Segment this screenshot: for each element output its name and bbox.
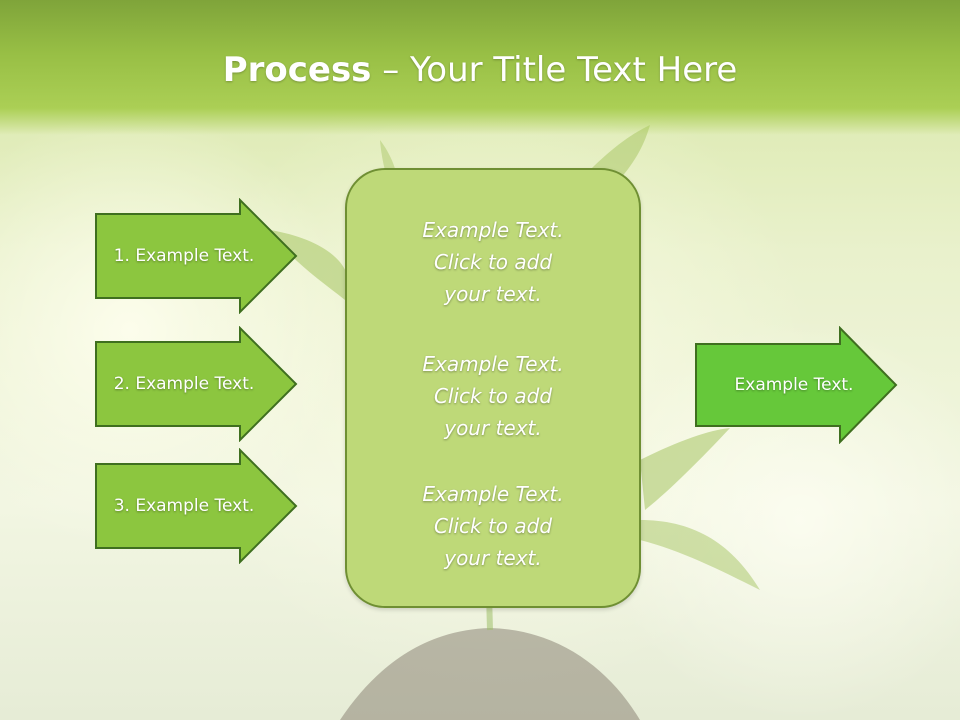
- output-arrow-label: Example Text.: [734, 375, 854, 395]
- arrow-shape: [95, 448, 298, 564]
- input-arrow-label: 2. Example Text.: [113, 374, 255, 394]
- block-line: Example Text.: [422, 482, 564, 506]
- block-line: Example Text.: [422, 218, 564, 242]
- arrow-shape: [95, 326, 298, 442]
- title-bar: [0, 0, 960, 135]
- block-line: your text.: [444, 282, 542, 306]
- output-arrow[interactable]: Example Text.: [694, 326, 900, 444]
- process-text-block-3[interactable]: Example Text. Click to add your text.: [347, 478, 639, 574]
- block-line: Click to add: [433, 384, 553, 408]
- arrow-shape: [695, 326, 898, 444]
- block-line: your text.: [444, 416, 542, 440]
- block-line: Click to add: [433, 250, 553, 274]
- arrow-shape: [95, 198, 298, 314]
- input-arrow-1[interactable]: 1. Example Text.: [94, 198, 300, 314]
- block-line: your text.: [444, 546, 542, 570]
- input-arrow-label: 3. Example Text.: [113, 496, 255, 516]
- process-text-block-2[interactable]: Example Text. Click to add your text.: [347, 348, 639, 444]
- input-arrow-2[interactable]: 2. Example Text.: [94, 326, 300, 442]
- process-box[interactable]: Example Text. Click to add your text. Ex…: [345, 168, 641, 608]
- input-arrow-label: 1. Example Text.: [113, 246, 255, 266]
- slide-title: Process – Your Title Text Here: [0, 50, 960, 90]
- input-arrow-3[interactable]: 3. Example Text.: [94, 448, 300, 564]
- block-line: Click to add: [433, 514, 553, 538]
- block-line: Example Text.: [422, 352, 564, 376]
- process-text-block-1[interactable]: Example Text. Click to add your text.: [347, 214, 639, 310]
- title-bold: Process: [222, 50, 372, 90]
- title-rest: – Your Title Text Here: [371, 50, 738, 90]
